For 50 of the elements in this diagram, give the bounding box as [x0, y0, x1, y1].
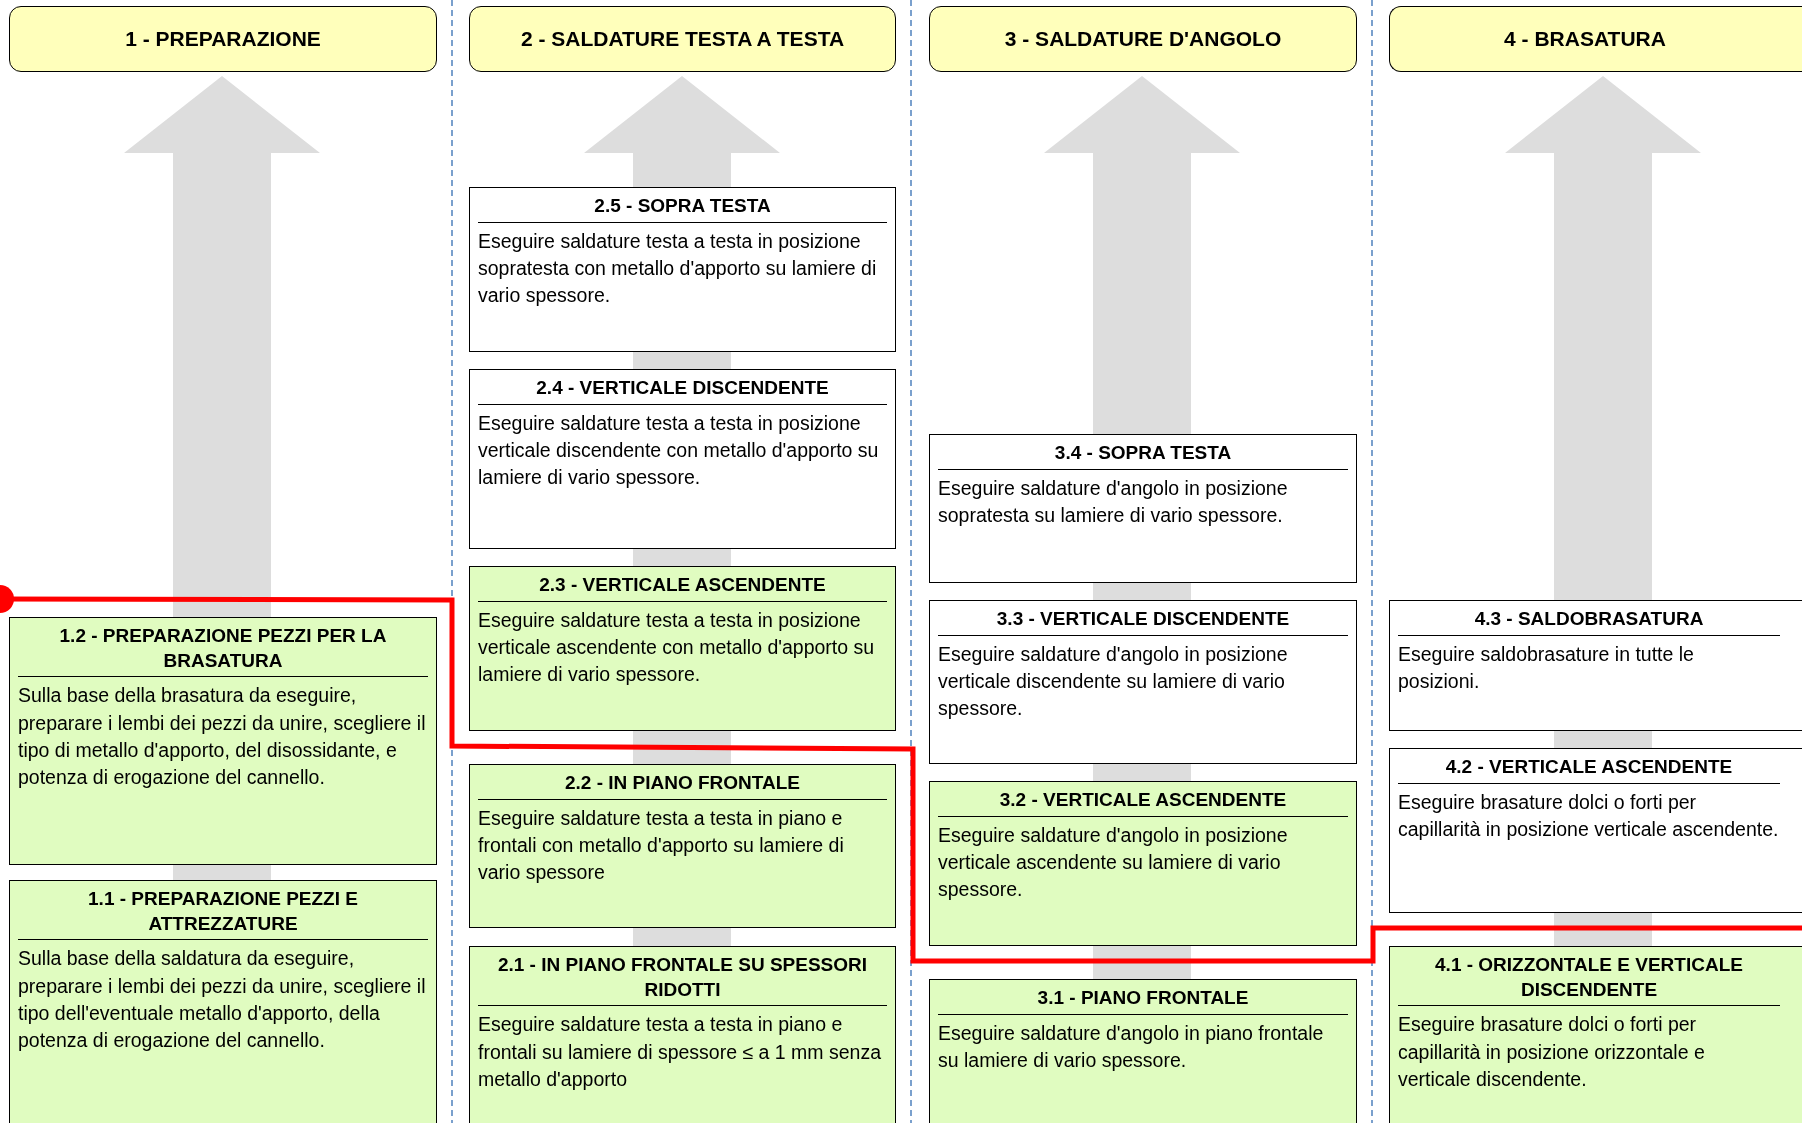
step-description: Sulla base della saldatura da eseguire, preparare i lembi dei pezzi da unire, scegliere il tipo dell'eventuale metallo d'apporto, della potenza di erogazione del cannello.	[18, 946, 427, 1054]
step-description: Eseguire saldature d'angolo in posizione sopratesta su lamiere di vario spessore.	[938, 475, 1289, 528]
step-description: Eseguire saldature testa a testa in piano e frontali su lamiere di spessore ≤ a 1 mm senza metallo d'apporto	[478, 1012, 883, 1092]
step-card	[929, 979, 1357, 1123]
step-title: 4.2 - VERTICALE ASCENDENTE	[1398, 755, 1780, 784]
step-description: Eseguire saldature testa a testa in piano e frontali con metallo d'apporto su lamiere di vario spessore	[478, 805, 845, 886]
step-description: Eseguire saldature testa a testa in posizione sopratesta con metallo d'apporto su lamiere di vario spessore.	[478, 228, 878, 309]
phase-header	[469, 6, 896, 72]
step-card	[9, 617, 437, 865]
step-title: 2.2 - IN PIANO FRONTALE	[478, 771, 887, 800]
step-title: 2.1 - IN PIANO FRONTALE SU SPESSORI RIDOTTI	[478, 953, 887, 1007]
step-title: 1.2 - PREPARAZIONE PEZZI PER LA BRASATURA	[18, 624, 428, 678]
step-description: Eseguire saldature testa a testa in posizione verticale discendente con metallo d'apporto su lamiere di vario spessore.	[478, 410, 880, 491]
step-title: 2.5 - SOPRA TESTA	[478, 194, 887, 223]
step-title: 3.3 - VERTICALE DISCENDENTE	[938, 607, 1348, 636]
step-title: 3.4 - SOPRA TESTA	[938, 441, 1348, 470]
phase-header	[929, 6, 1357, 72]
step-title: 4.1 - ORIZZONTALE E VERTICALE DISCENDENTE	[1398, 953, 1780, 1007]
step-card	[1389, 748, 1802, 913]
step-card	[929, 600, 1357, 764]
step-card	[469, 946, 896, 1123]
phase-header	[9, 6, 437, 72]
step-title: 3.1 - PIANO FRONTALE	[938, 986, 1348, 1015]
step-description: Eseguire brasature dolci o forti per capillarità in posizione orizzontale e verticale discendente.	[1398, 1012, 1706, 1092]
step-description: Sulla base della brasatura da eseguire, preparare i lembi dei pezzi da unire, scegliere il tipo di metallo d'apporto, del disossidante, e potenza di erogazione del cannello.	[18, 683, 427, 791]
step-card	[1389, 600, 1802, 731]
step-card	[1389, 946, 1802, 1123]
step-description: Eseguire saldature d'angolo in posizione verticale ascendente su lamiere di vario spessore.	[938, 822, 1289, 903]
step-title: 4.3 - SALDOBRASATURA	[1398, 607, 1780, 636]
step-title: 3.2 - VERTICALE ASCENDENTE	[938, 788, 1348, 817]
phase-title: 1 - PREPARAZIONE	[125, 27, 321, 51]
step-card	[469, 187, 896, 352]
step-card	[469, 369, 896, 549]
step-title: 2.4 - VERTICALE DISCENDENTE	[478, 376, 887, 405]
step-card	[469, 566, 896, 731]
step-card	[9, 880, 437, 1123]
step-description: Eseguire saldature d'angolo in piano frontale su lamiere di vario spessore.	[938, 1020, 1325, 1073]
step-card	[929, 434, 1357, 583]
step-card	[929, 781, 1357, 946]
step-description: Eseguire saldobrasature in tutte le posizioni.	[1398, 641, 1695, 694]
step-card	[469, 764, 896, 928]
step-title: 2.3 - VERTICALE ASCENDENTE	[478, 573, 887, 602]
phase-header	[1389, 6, 1802, 72]
phase-title: 3 - SALDATURE D'ANGOLO	[1004, 27, 1282, 51]
phase-title: 2 - SALDATURE TESTA A TESTA	[520, 27, 845, 51]
phase-title: 4 - BRASATURA	[1504, 27, 1666, 51]
step-description: Eseguire saldature d'angolo in posizione verticale discendente su lamiere di vario spessore.	[938, 641, 1289, 722]
step-description: Eseguire saldature testa a testa in posizione verticale ascendente con metallo d'apporto su lamiere di vario spessore.	[478, 607, 876, 688]
step-title: 1.1 - PREPARAZIONE PEZZI E ATTREZZATURE	[18, 887, 428, 941]
step-description: Eseguire brasature dolci o forti per capillarità in posizione verticale ascendente.	[1398, 789, 1780, 842]
